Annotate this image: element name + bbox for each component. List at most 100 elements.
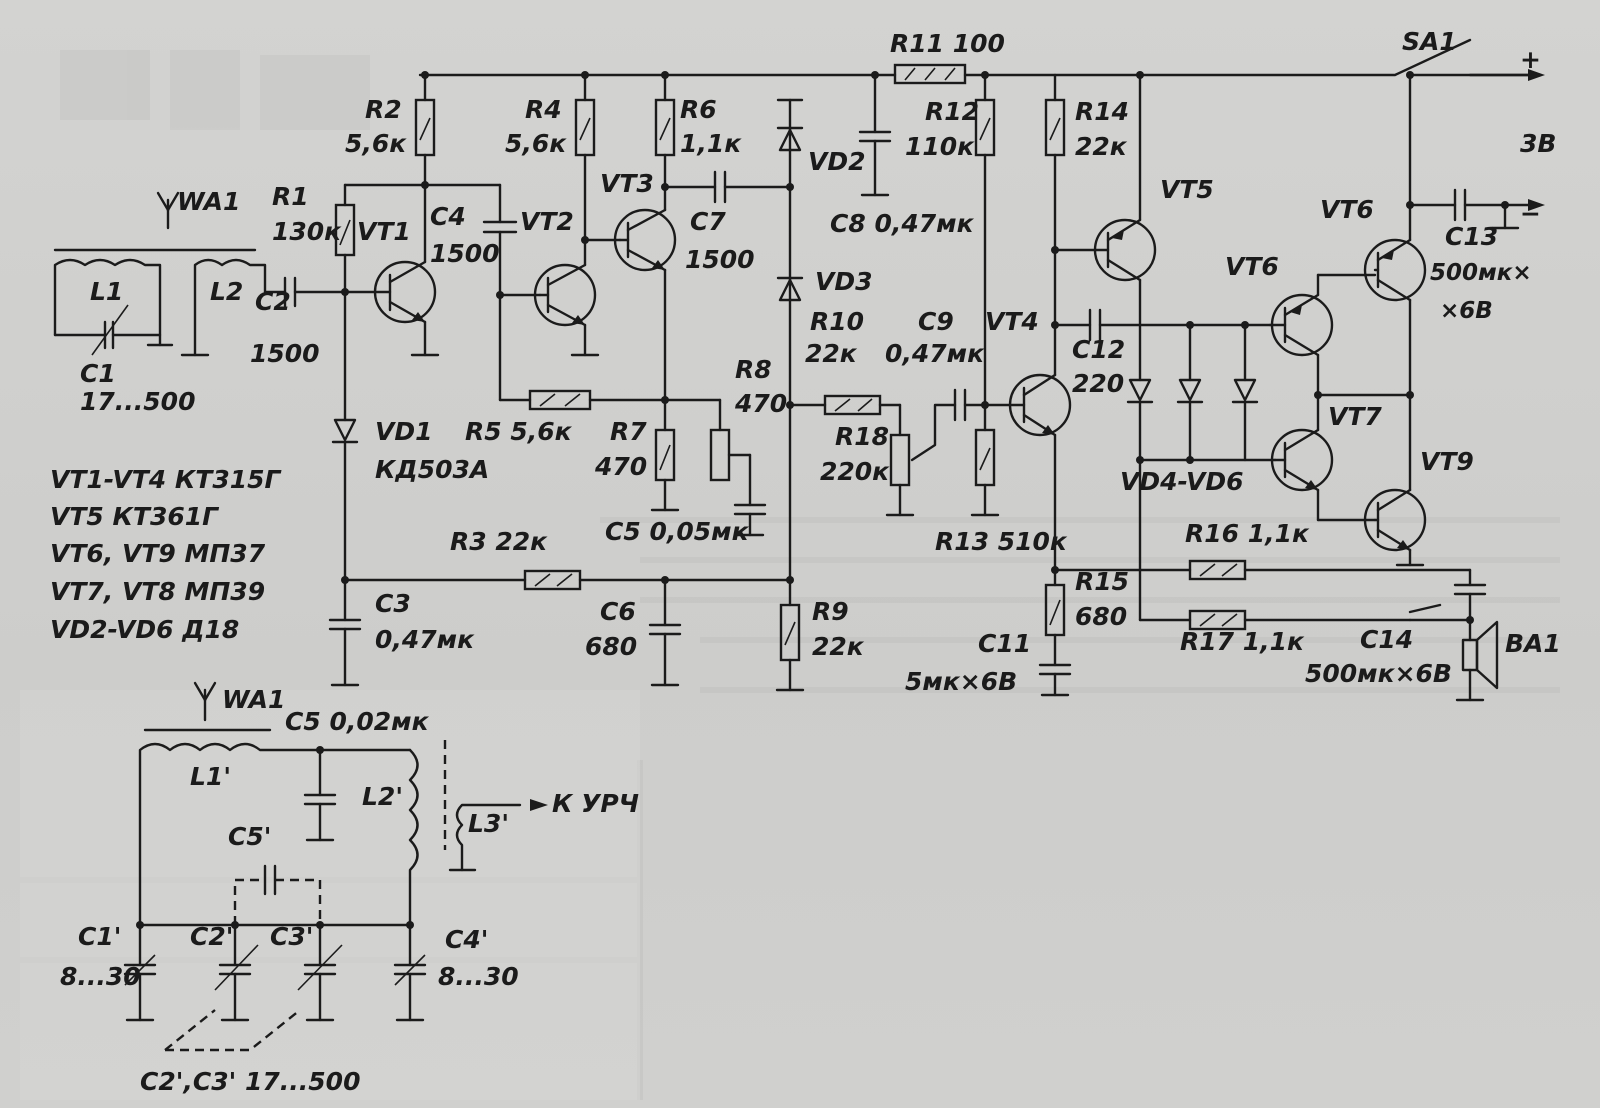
label-r9: R9 [812, 597, 849, 626]
inset-label-c4: C4' [445, 925, 488, 954]
label-r10-value: 22к [805, 339, 858, 368]
inset-label-l2: L2' [362, 782, 403, 811]
label-c12: C12 [1072, 335, 1125, 364]
label-c2: C2 [255, 287, 291, 316]
r10-resistor [823, 394, 882, 416]
inset-c1-trimmer [123, 923, 157, 1022]
vd1-diode [331, 418, 359, 444]
c8-capacitor [858, 130, 892, 143]
label-r14: R14 [1075, 97, 1129, 126]
label-r16: R16 1,1к [1185, 519, 1310, 548]
label-r10: R10 [810, 307, 864, 336]
r5-resistor [528, 389, 592, 411]
vt2-transistor [533, 263, 597, 327]
label-c11-value: 5мк×6В [905, 667, 1017, 696]
label-r1-value: 130к [272, 217, 342, 246]
label-c4: C4 [430, 202, 466, 231]
c13-capacitor [1453, 188, 1467, 222]
ba1-speaker [1461, 620, 1499, 690]
label-c11: C11 [978, 629, 1031, 658]
c9-capacitor [953, 388, 967, 422]
label-vt5: VT5 [1160, 175, 1214, 204]
vd6-diode [1231, 378, 1259, 404]
inset-labels: WA1 C5 0,02мк L1' L2' L3' К УРЧ C5' C1' … [60, 685, 639, 1096]
vd3-diode [776, 276, 804, 302]
inset-label-c2-c3-value: C2',C3' 17...500 [140, 1067, 360, 1096]
antenna-icon [156, 191, 180, 230]
label-vd4-vd6: VD4-VD6 [1120, 467, 1244, 496]
label-r7: R7 [610, 417, 647, 446]
label-vd1-value: КД503А [375, 455, 489, 484]
label-l1: L1 [90, 277, 123, 306]
label-r4: R4 [525, 95, 562, 124]
label-c7: C7 [690, 207, 726, 236]
label-sa1: SA1 [1402, 27, 1457, 56]
vt3-transistor [613, 208, 677, 272]
vd4-diode [1126, 378, 1154, 404]
vt6-driver-transistor [1268, 293, 1334, 357]
inset-label-to-rf: К УРЧ [552, 789, 639, 818]
r13-resistor [974, 428, 996, 487]
r4-resistor [574, 98, 596, 157]
label-c2-value: 1500 [250, 339, 320, 368]
label-vt6-output: VT6 [1320, 195, 1374, 224]
vt7-transistor [1270, 428, 1334, 492]
label-c14-value: 500мк×6В [1305, 659, 1452, 688]
inset-c4-trimmer [393, 923, 427, 1022]
vt9-transistor [1363, 488, 1427, 552]
label-3v: 3В [1520, 129, 1556, 158]
label-c13-value-2: ×6В [1440, 298, 1493, 324]
label-r17: R17 1,1к [1180, 627, 1305, 656]
inset-label-l1: L1' [190, 762, 231, 791]
component-labels: WA1 L1 L2 C1 17...500 R1 130к R2 5,6к C2… [80, 27, 1561, 696]
label-vd2: VD2 [808, 147, 866, 176]
r18-potentiometer [889, 433, 911, 487]
inset-antenna-icon [193, 681, 217, 722]
label-r5: R5 5,6к [465, 417, 573, 446]
label-r6-value: 1,1к [680, 129, 742, 158]
parts-list-line-2: VT5 КТ361Г [50, 502, 220, 531]
r3-resistor [523, 569, 582, 591]
label-r14-value: 22к [1075, 132, 1128, 161]
label-r15-value: 680 [1075, 602, 1127, 631]
label-c1: C1 [80, 359, 116, 388]
label-r9-value: 22к [812, 632, 865, 661]
vt6-output-transistor [1363, 238, 1427, 302]
r8-resistor [709, 428, 731, 482]
c7-capacitor [713, 170, 727, 204]
inset-label-c4-value: 8...30 [438, 962, 519, 991]
r7-resistor [654, 428, 676, 482]
vt1-transistor [343, 260, 437, 324]
label-r8-value: 470 [734, 389, 787, 418]
label-c7-value: 1500 [685, 245, 755, 274]
inset-label-c5: C5 0,02мк [285, 707, 430, 736]
label-r6: R6 [680, 95, 717, 124]
inset-label-wa1: WA1 [222, 685, 285, 714]
c11-capacitor [1038, 663, 1072, 676]
label-ba1: BA1 [1505, 629, 1561, 658]
label-l2: L2 [210, 277, 243, 306]
l2-coil [193, 258, 287, 357]
label-r12: R12 [925, 97, 979, 126]
vt4-transistor [1008, 373, 1072, 437]
label-r2: R2 [365, 95, 402, 124]
label-c3-value: 0,47мк [375, 625, 475, 654]
vd5-diode [1176, 378, 1204, 404]
r16-resistor [1188, 559, 1247, 581]
c5-capacitor [733, 503, 767, 516]
parts-list-line-5: VD2-VD6 Д18 [50, 615, 239, 644]
parts-list: VT1-VT4 КТ315Г VT5 КТ361Г VT6, VT9 МП37 … [50, 465, 283, 644]
inset-c5p-dash-right [275, 878, 322, 925]
label-plus: + [1520, 45, 1541, 74]
label-vt3: VT3 [600, 169, 654, 198]
label-c1-value: 17...500 [80, 387, 195, 416]
vt5-transistor [1093, 218, 1157, 282]
c4-capacitor [482, 220, 518, 234]
l1-coil [53, 258, 162, 347]
plus-arrow-icon [1528, 69, 1545, 81]
minus-arrow-icon [1528, 199, 1545, 211]
label-vt7: VT7 [1328, 402, 1382, 431]
r14-resistor [1044, 98, 1066, 157]
